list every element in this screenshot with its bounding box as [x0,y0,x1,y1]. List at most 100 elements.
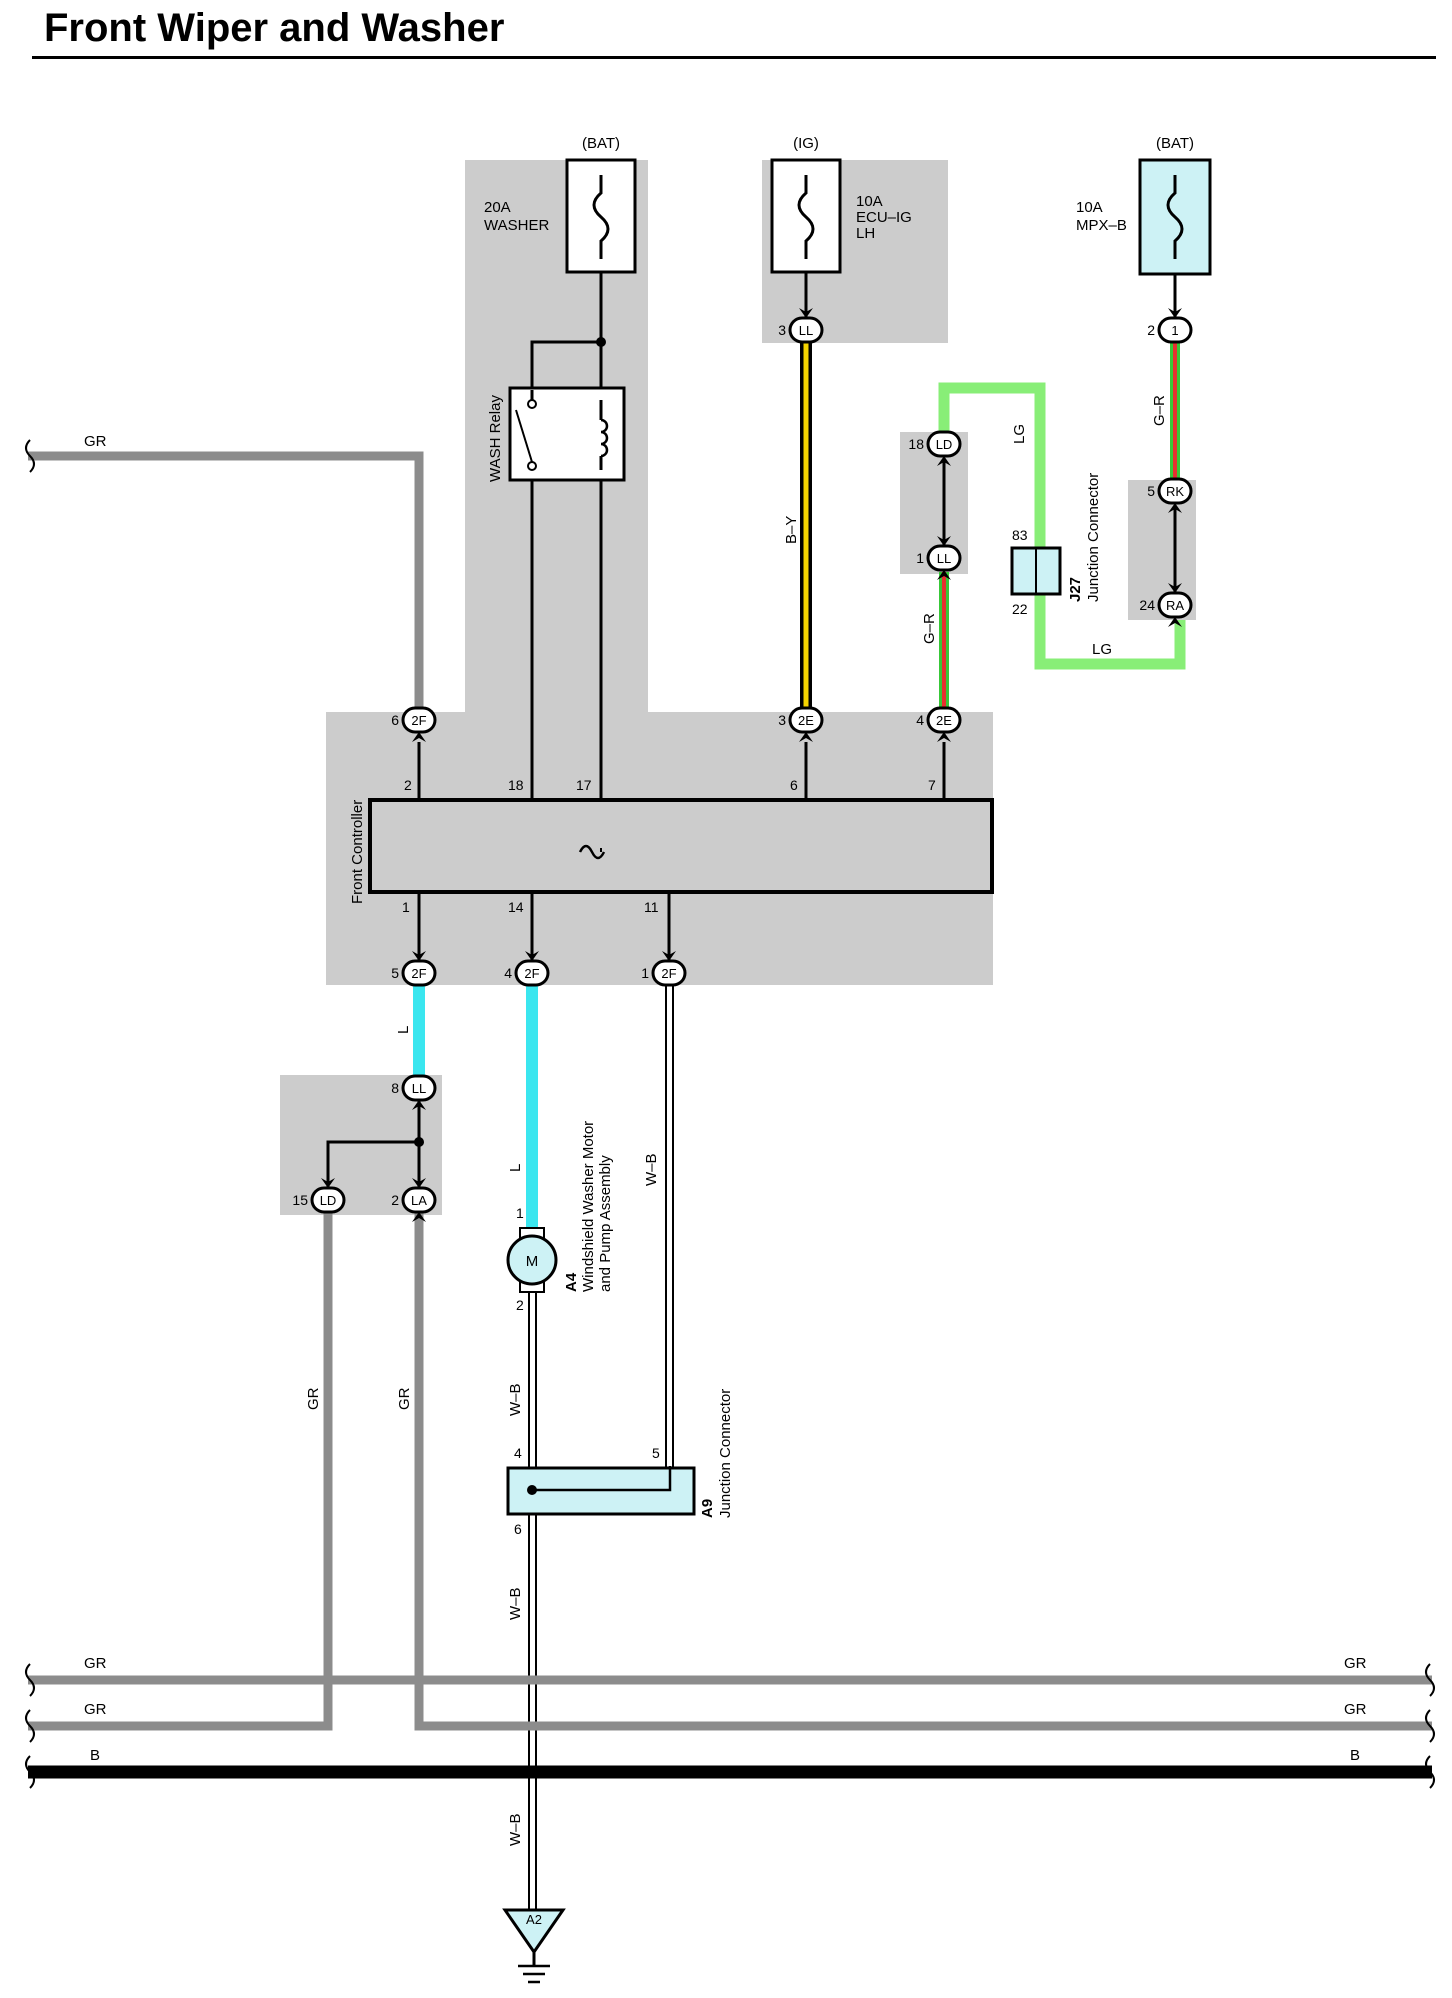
j27-code: J27 [1067,577,1084,602]
connector-ra-24-code: RA [1166,598,1184,613]
connector-ld-15-code: LD [320,1193,337,1208]
wire-label-gr-bus1-left: GR [84,1655,107,1672]
wire-label-gr-la: GR [396,1387,413,1410]
wire-label-by: B–Y [783,516,800,544]
fuse-ecu-name2: LH [856,225,875,242]
j27-name: Junction Connector [1085,473,1102,602]
source-ig: (IG) [793,135,819,152]
junction-a9 [506,1466,696,1516]
connector-2f-4-pin: 4 [504,965,512,981]
front-controller-box [368,798,994,894]
ctrl-pin-top-6: 6 [790,777,798,793]
wire-relay-feed [530,340,601,390]
connector-ld-15-pin: 15 [292,1192,308,1208]
connector-2f-6-arrow-up [412,732,426,742]
fuse-ecu-ig [770,158,842,274]
connector-2e-3-pin: 3 [778,712,786,728]
connector-2e-4-arrow-up [937,732,951,742]
connector-2f-5-code: 2F [411,966,426,981]
wire-label-gr-red-right: G–R [1151,395,1168,426]
flow-arrow-3 [412,1178,426,1188]
connector-2f-6-code: 2F [411,713,426,728]
connector-1-2-code: 1 [1171,323,1178,338]
ctrl-pin-top-2: 2 [404,777,412,793]
fuse-ecu-amp: 10A [856,193,883,210]
connector-rk-5-code: RK [1166,484,1184,499]
flow-arrow-1 [937,536,951,546]
wires [28,272,1432,1910]
controller-name: Front Controller [349,800,366,904]
connector-ll-3-arrow-down [799,308,813,318]
connector-la-2-code: LA [411,1193,427,1208]
flow-arrow-2 [1168,583,1182,593]
connector-2f-1-code: 2F [661,966,676,981]
connector-2f-1-arrow-down [662,951,676,961]
fuse-washer [565,158,637,274]
wire-label-gr-top: GR [84,433,107,450]
wire-ll-ld [326,1140,419,1188]
wire-label-wb-lower: W–B [507,1587,524,1620]
connector-ll-3: LL3 [778,316,824,344]
connector-2f-4-code: 2F [524,966,539,981]
motor-symbol: M [526,1253,539,1270]
zone-shading [280,160,1196,1215]
diagram-title: Front Wiper and Washer [44,6,505,50]
junction-j27 [1010,546,1062,596]
wire-label-wb-junction: W–B [643,1153,660,1186]
wire-label-l-motor: L [507,1164,524,1172]
connector-ld-18-pin: 18 [908,436,924,452]
wire-label-gr-bus2-right: GR [1344,1701,1367,1718]
connector-2f-5-pin: 5 [391,965,399,981]
fuse-mpx-b [1138,158,1212,276]
source-bat-2: (BAT) [1156,135,1194,152]
connector-ll-8-arrow-up [412,1100,426,1110]
ground-code: A2 [526,1912,542,1927]
connector-ra-24-arrow-up [1168,617,1182,627]
connector-rk-5-arrow-up [1168,503,1182,513]
labels: (BAT) (IG) (BAT) 20A WASHER 10A ECU–IG L… [84,135,1367,1927]
ctrl-pin-top-18: 18 [508,777,524,793]
motor-code: A4 [563,1272,580,1292]
connector-ll-1-pin: 1 [916,550,924,566]
connector-2f-6-pin: 6 [391,712,399,728]
ctrl-pin-bottom-1: 1 [402,899,410,915]
motor-name1: Windshield Washer Motor [580,1121,597,1292]
wire-label-gr-ld: GR [305,1387,322,1410]
fuse-ecu-name1: ECU–IG [856,209,912,226]
wire-label-gr-bus1-right: GR [1344,1655,1367,1672]
fuse-washer-name: WASHER [484,217,549,234]
connector-2e-4-code: 2E [936,713,952,728]
j27-pin-top: 83 [1012,527,1028,543]
fuse-mpx-amp: 10A [1076,199,1103,216]
wire-label-lg-vertical: LG [1011,424,1028,444]
title-underline [32,56,1436,59]
connector-1-2-arrow-down [1168,308,1182,318]
ground-a2 [502,1908,566,1984]
wire-break-marks [25,439,1435,1789]
wire-label-b-right: B [1350,1747,1360,1764]
ctrl-pin-top-7: 7 [928,777,936,793]
wire-label-l-left: L [395,1026,412,1034]
connector-la-2-pin: 2 [391,1192,399,1208]
wire-label-b-left: B [90,1747,100,1764]
connector-ld-15: LD 15 [292,1186,346,1214]
motor-name2: and Pump Assembly [597,1155,614,1292]
connector-2f-6: 2F 6 [391,706,437,734]
wash-relay [508,386,626,482]
connector-2e-3-arrow-up [799,732,813,742]
connector-ll-8-code: LL [412,1081,426,1096]
connector-1-2-pin: 2 [1147,322,1155,338]
connector-ld-15-arrow-down [321,1178,335,1188]
wire-gr-ld [28,1212,333,1731]
wire-lg-loop [938,382,1186,670]
connector-ll-3-pin: 3 [778,322,786,338]
washer-motor [506,1227,558,1293]
ctrl-pin-top-17: 17 [576,777,592,793]
front-controller-zone [326,160,993,985]
fuse-mpx-name: MPX–B [1076,217,1127,234]
splice-washer [596,337,606,347]
wire-label-wb-motor: W–B [507,1383,524,1416]
wire-gr-la [414,1212,1432,1731]
